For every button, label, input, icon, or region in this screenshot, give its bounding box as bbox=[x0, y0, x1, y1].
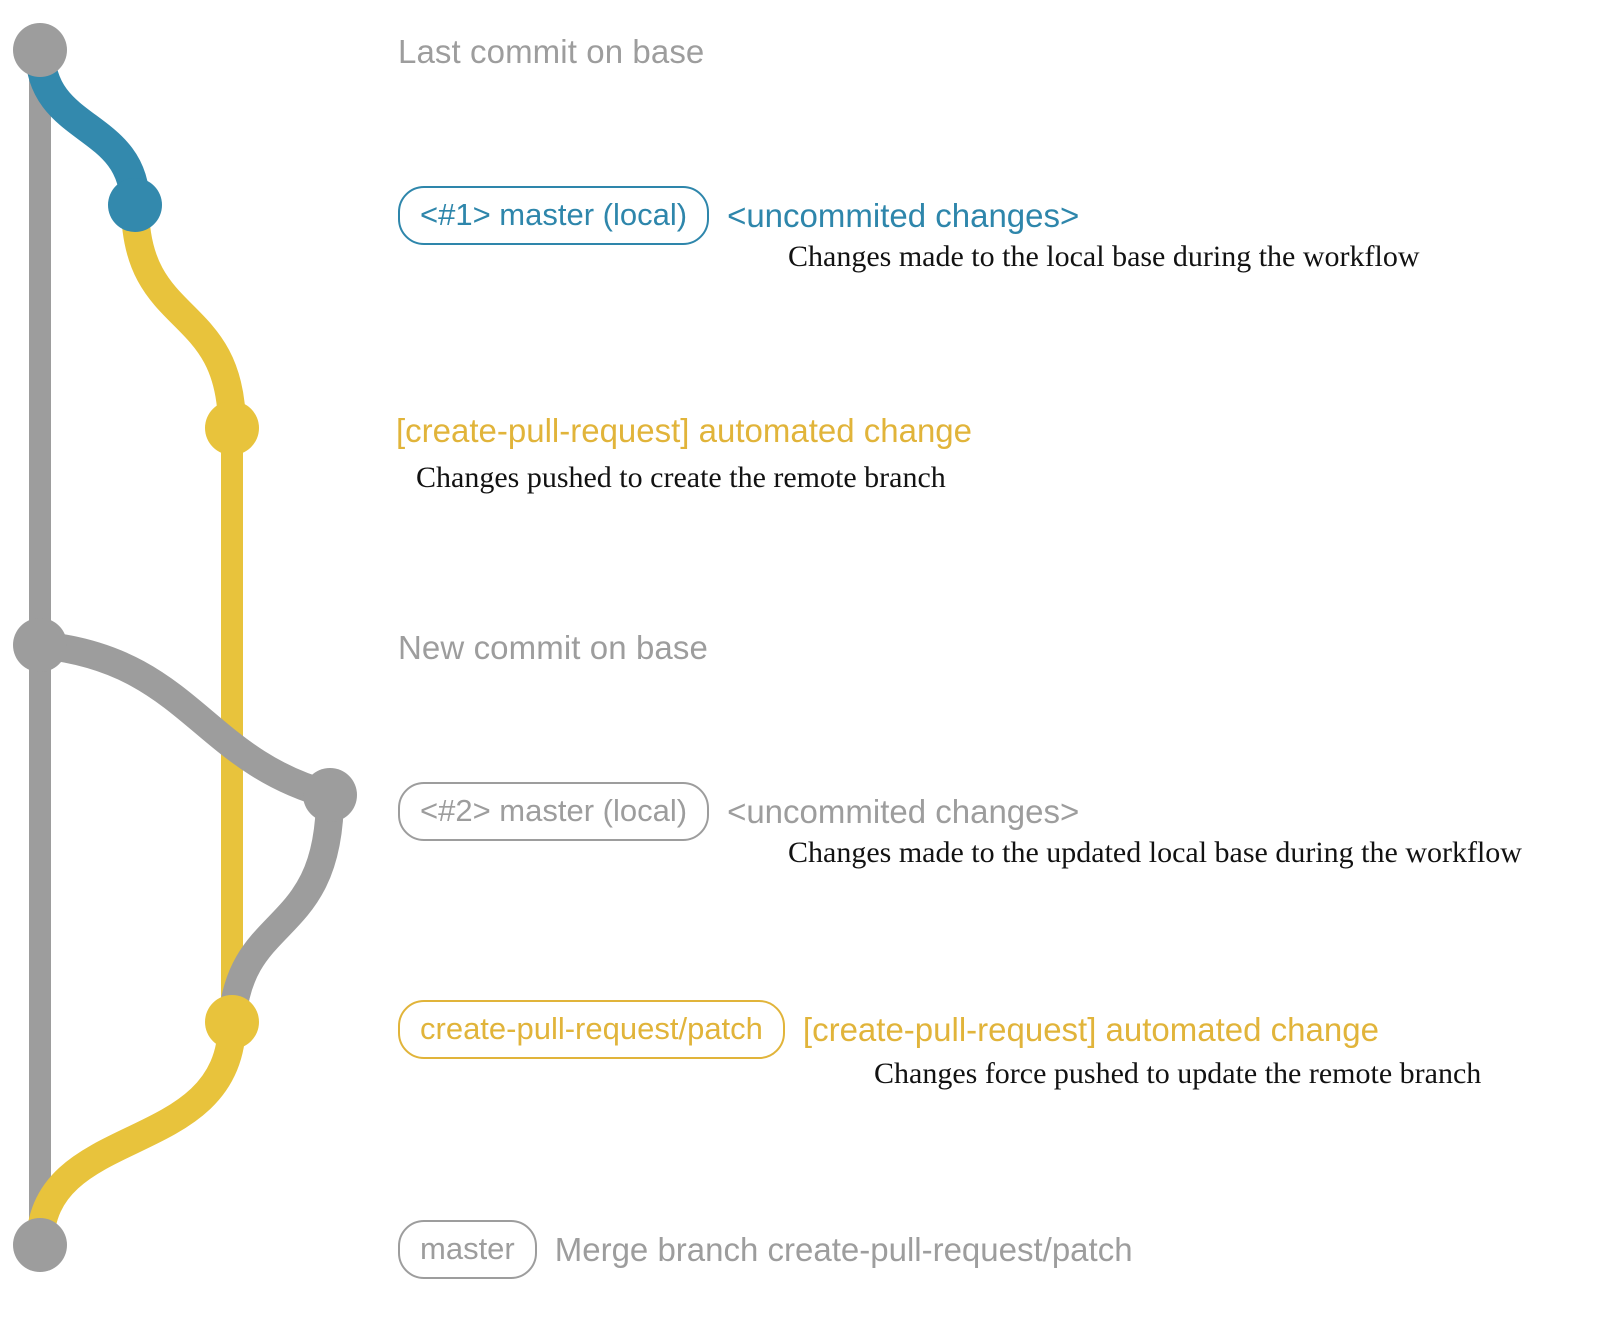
row-local-commit-1: <#1> master (local) <uncommited changes> bbox=[398, 186, 1079, 245]
row-local-commit-2: <#2> master (local) <uncommited changes> bbox=[398, 782, 1079, 841]
commit-node-patch-1 bbox=[205, 401, 259, 455]
subject-automated-change-2: [create-pull-request] automated change bbox=[802, 1010, 1379, 1048]
commit-node-patch-2 bbox=[205, 995, 259, 1049]
commit-node-base-new bbox=[13, 618, 67, 672]
caption-new-commit-on-base: New commit on base bbox=[398, 629, 708, 666]
subject-local-commit-2: <uncommited changes> bbox=[727, 792, 1080, 830]
caption-last-commit-on-base: Last commit on base bbox=[398, 33, 705, 70]
note-automated-change-2: Changes force pushed to update the remot… bbox=[874, 1057, 1482, 1090]
edge-local2-to-patch2 bbox=[218, 781, 344, 1036]
note-local-commit-2: Changes made to the updated local base d… bbox=[788, 836, 1522, 869]
row-automated-change-2: create-pull-request/patch [create-pull-r… bbox=[398, 1000, 1379, 1059]
chip-master[interactable]: master bbox=[398, 1220, 537, 1279]
row-new-commit-on-base: New commit on base bbox=[398, 629, 708, 667]
note-local-commit-1: Changes made to the local base during th… bbox=[788, 240, 1420, 273]
edge-base-to-local1 bbox=[25, 35, 150, 220]
edge-patch2-to-merge bbox=[26, 1008, 246, 1259]
chip-create-pull-request-patch[interactable]: create-pull-request/patch bbox=[398, 1000, 785, 1059]
row-last-commit-on-base: Last commit on base bbox=[398, 33, 704, 71]
commit-node-base-head bbox=[13, 23, 67, 77]
chip-master-local-1[interactable]: <#1> master (local) bbox=[398, 186, 710, 245]
chip-master-local-2[interactable]: <#2> master (local) bbox=[398, 782, 710, 841]
row-automated-change-1: [create-pull-request] automated change bbox=[396, 412, 972, 450]
commit-node-local-2 bbox=[303, 768, 357, 822]
row-merge-commit: master Merge branch create-pull-request/… bbox=[398, 1220, 1133, 1279]
commit-node-merge bbox=[13, 1218, 67, 1272]
subject-merge-commit: Merge branch create-pull-request/patch bbox=[554, 1230, 1133, 1268]
commit-node-local-1 bbox=[108, 178, 162, 232]
subject-automated-change-1: [create-pull-request] automated change bbox=[396, 412, 973, 449]
subject-local-commit-1: <uncommited changes> bbox=[727, 196, 1080, 234]
note-automated-change-1: Changes pushed to create the remote bran… bbox=[416, 461, 946, 494]
edge-basenew-to-local2 bbox=[26, 631, 344, 809]
edge-local1-to-patch1 bbox=[121, 191, 246, 442]
